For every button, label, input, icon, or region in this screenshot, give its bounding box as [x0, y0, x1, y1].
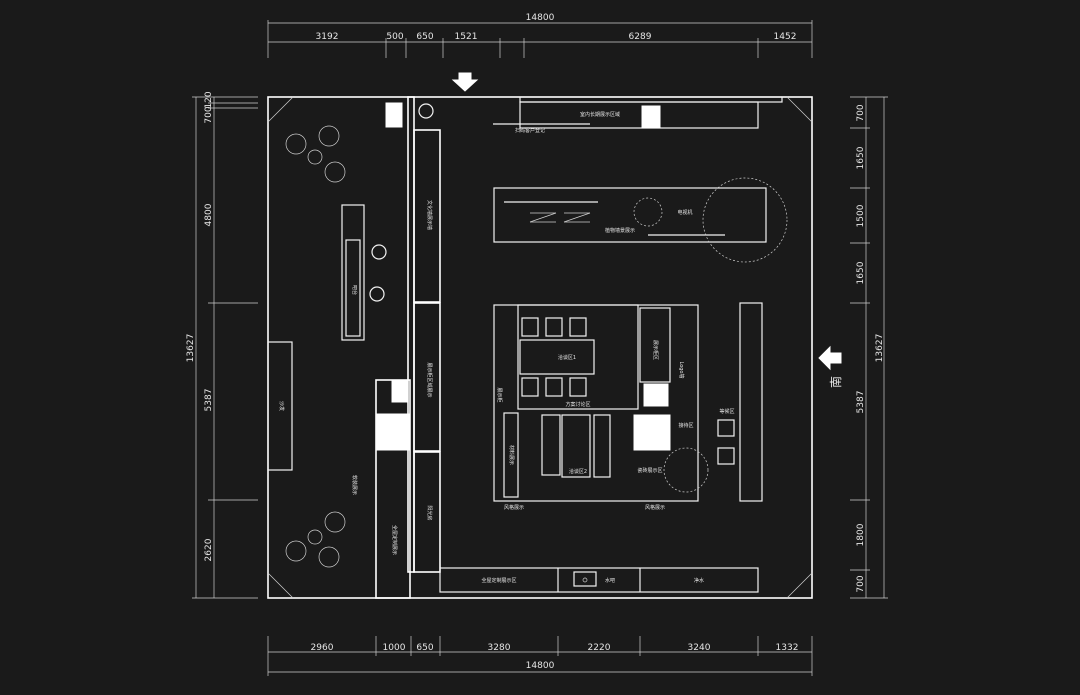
dimension-left: 13627 700 120 4800 5387 2620: [186, 91, 258, 599]
label-left-bottom: 软装展示: [351, 475, 358, 495]
plant-display: [493, 177, 788, 263]
dim-right-seg-3: 1500: [856, 204, 866, 227]
label-right-panel-top: 展示柜区: [652, 340, 659, 360]
label-bottom-mid-a: 全屋定制展示区: [481, 577, 516, 584]
label-left-wall: 文化墙展示墙: [426, 200, 433, 230]
dim-top-seg-4: 1521: [455, 32, 478, 42]
south-arrow-icon: [818, 345, 842, 371]
label-ceramic-sample: 瓷砖展示区: [637, 467, 662, 474]
label-bottom-mid-b: 水吧: [605, 577, 615, 584]
label-tv: 电视机: [677, 209, 692, 216]
label-bottom-right: 净水: [694, 577, 704, 584]
dim-left-total: 13627: [186, 334, 196, 363]
label-meeting1: 洽谈区1: [558, 354, 576, 361]
label-waiting: 等候区: [719, 408, 734, 415]
bottom-row: [439, 567, 759, 593]
label-bar: 吧台: [351, 285, 358, 295]
label-reception: 接待区: [678, 422, 693, 429]
meeting-room: [493, 304, 709, 502]
dim-bottom-seg-2: 1000: [383, 643, 406, 653]
dim-right-seg-6: 1800: [856, 523, 866, 546]
label-side-display-2: 材料展示: [508, 445, 515, 465]
label-meeting-note: 方案讨论区: [565, 401, 590, 408]
right-panels: [717, 302, 763, 502]
label-sunroom: 阳光房: [426, 505, 433, 520]
dim-bottom-seg-5: 2220: [588, 643, 611, 653]
dim-top-seg-6: 1452: [774, 32, 797, 42]
label-bottom-left: 全屋定制展示: [391, 525, 398, 555]
label-wall-cabinet: 展示柜区域展示: [426, 362, 433, 397]
dim-bottom-total: 14800: [526, 661, 555, 671]
label-entrance-note: 扫码客户登记: [515, 127, 545, 134]
area-labels: 室内长期展示区域 扫码客户登记 植物墙景展示 电视机 文化墙展示墙 吧台 沙发 …: [278, 111, 735, 584]
dim-right-seg-2: 1650: [856, 146, 866, 169]
dim-top-seg-5: 6289: [629, 32, 652, 42]
dim-top-seg-1: 3192: [316, 32, 339, 42]
dim-bottom-seg-3: 650: [416, 643, 433, 653]
dimension-right: 700 1650 1500 1650 5387 1800 700 13627: [850, 96, 888, 599]
label-style-display2: 风格展示: [645, 504, 665, 511]
dim-bottom-seg-6: 3240: [688, 643, 711, 653]
dim-top-seg-2: 500: [386, 32, 403, 42]
dimension-bottom: 2960 1000 650 3280 2220 3240 1332 14800: [267, 636, 813, 676]
dim-right-seg-7: 700: [856, 575, 866, 592]
left-furniture: [267, 125, 387, 568]
dim-left-seg-4: 5387: [204, 389, 214, 412]
dim-right-seg-4: 1650: [856, 261, 866, 284]
dim-bottom-seg-7: 1332: [776, 643, 799, 653]
dim-right-seg-5: 5387: [856, 391, 866, 414]
dim-bottom-seg-4: 3280: [488, 643, 511, 653]
dim-left-seg-5: 2620: [204, 538, 214, 561]
label-right-panel-mid: Logo墙: [678, 362, 685, 379]
dim-left-seg-3: 4800: [204, 203, 214, 226]
dim-right-seg-1: 700: [856, 104, 866, 121]
label-sofa: 沙发: [278, 401, 285, 411]
left-partition: [375, 96, 441, 599]
dim-left-seg-2: 120: [204, 91, 214, 108]
dimension-top: 14800 3192 500 650 1521 6289 1452: [267, 13, 813, 58]
label-style-display: 风格展示: [504, 504, 524, 511]
label-top-display: 室内长期展示区域: [580, 111, 620, 118]
compass-south-label: 南: [828, 376, 843, 388]
dim-top-total: 14800: [526, 13, 555, 23]
dim-left-seg-1: 700: [204, 106, 214, 123]
dim-bottom-seg-1: 2960: [311, 643, 334, 653]
top-display: [493, 96, 783, 129]
label-meeting2: 洽谈区2: [569, 468, 587, 475]
dim-right-total: 13627: [875, 334, 885, 363]
label-side-display-1: 展示柜: [496, 387, 503, 402]
entrance-arrow-icon: [451, 72, 479, 92]
dim-top-seg-3: 650: [416, 32, 433, 42]
label-plant-display: 植物墙景展示: [605, 227, 635, 234]
